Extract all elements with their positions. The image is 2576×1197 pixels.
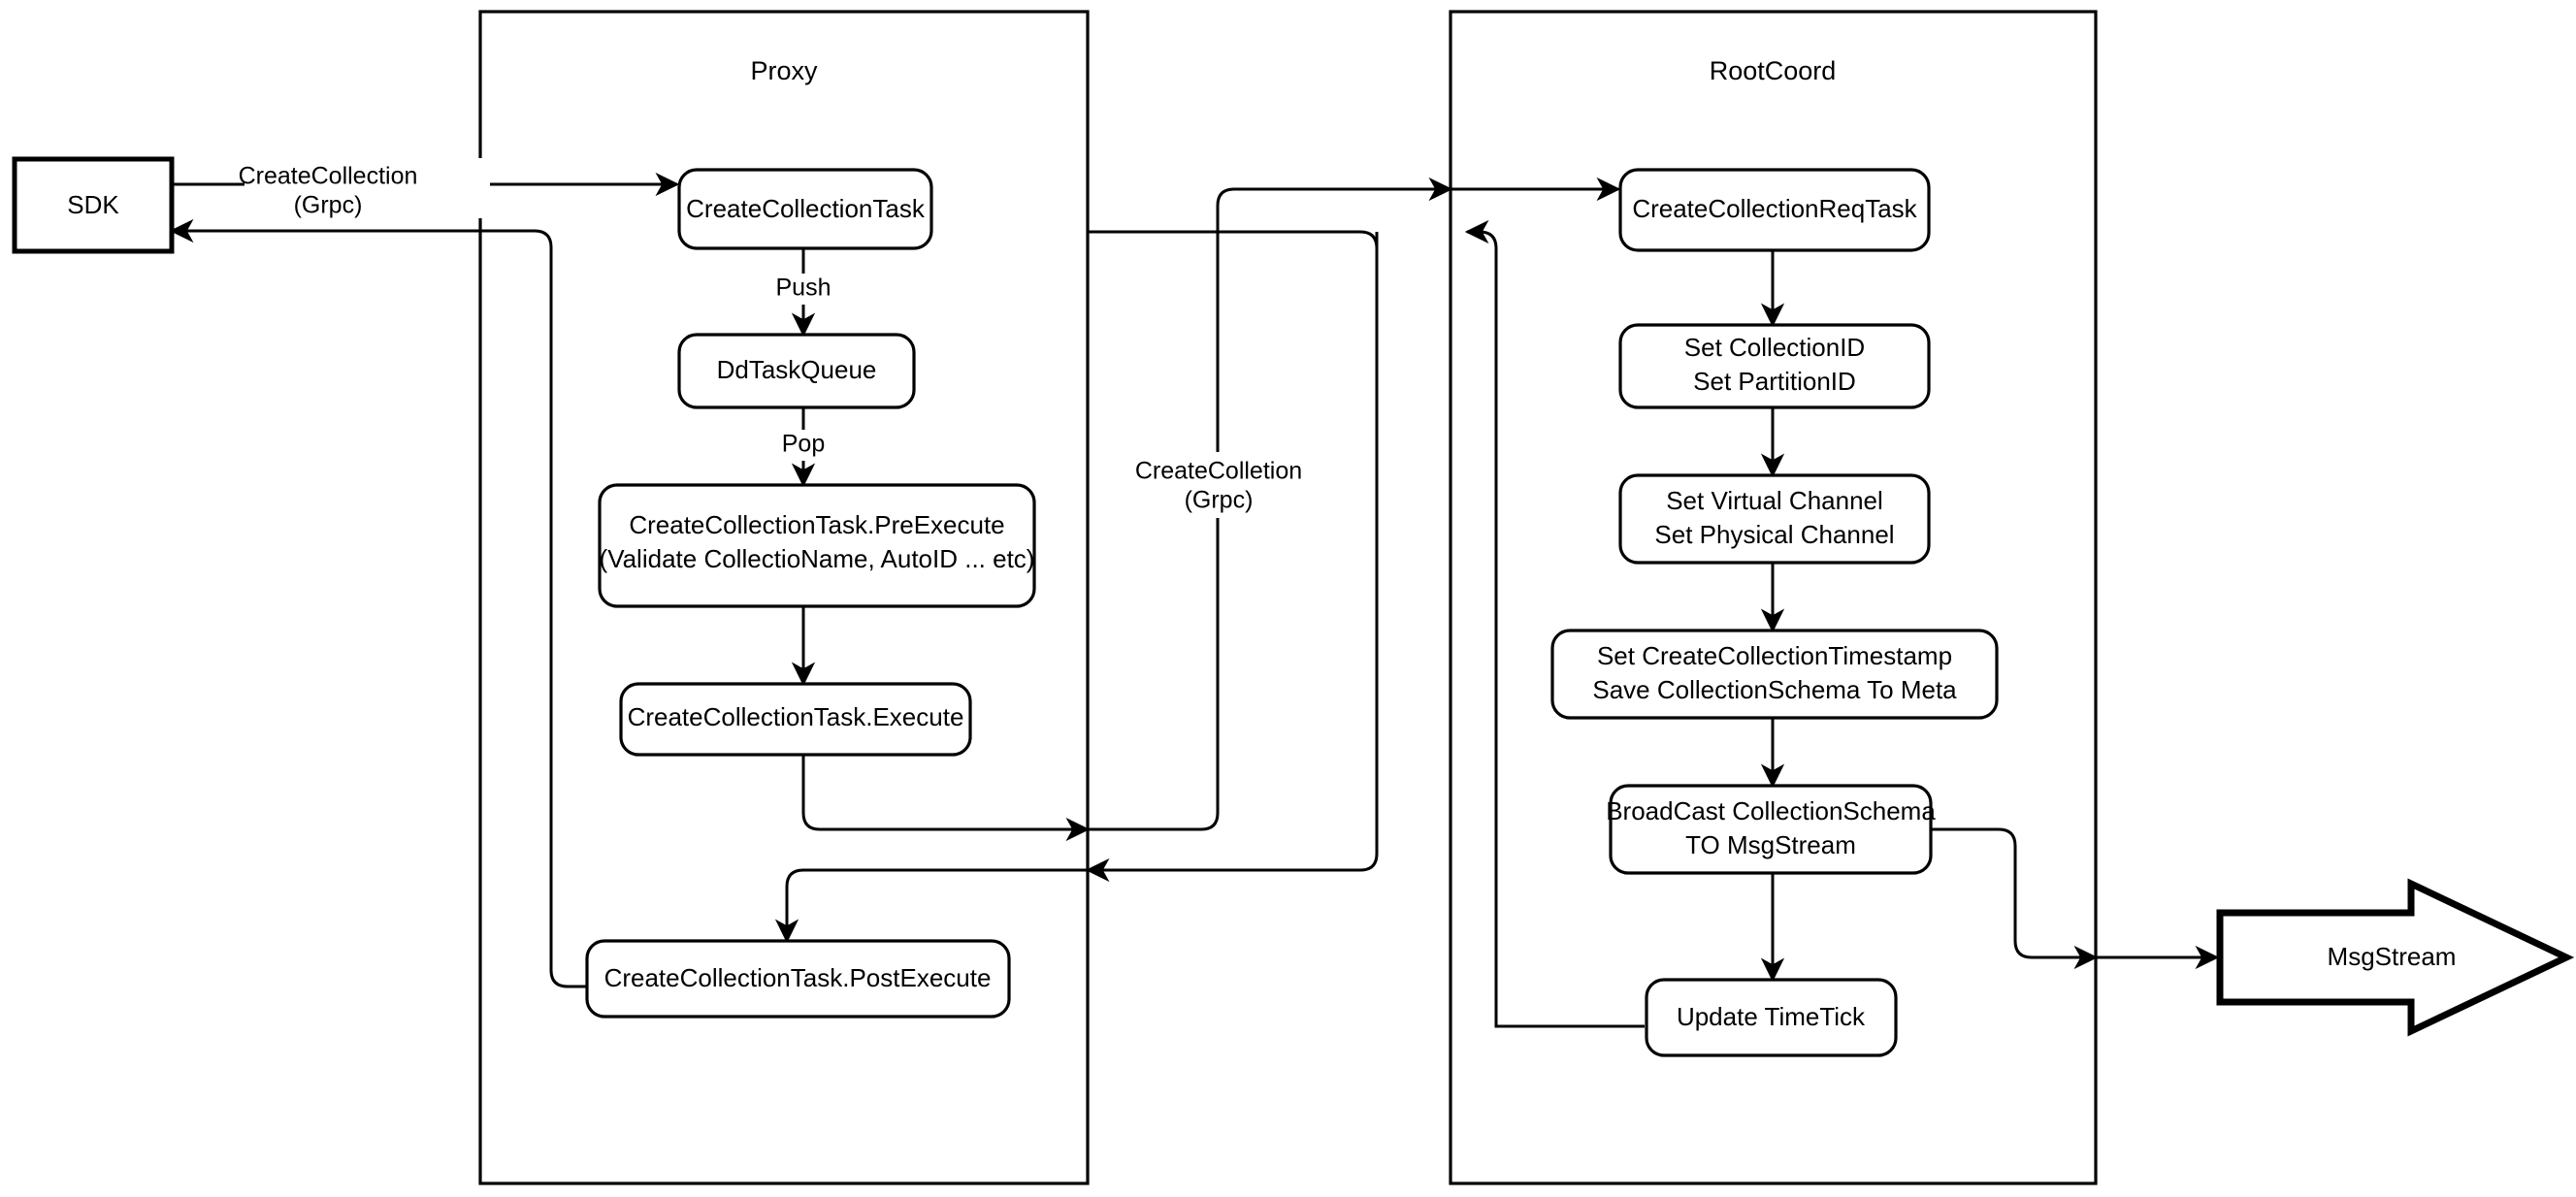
node-update-timetick-label: Update TimeTick <box>1677 1002 1866 1031</box>
node-ddtaskqueue[interactable] <box>677 333 916 409</box>
edge-label-grpc1-line2: (Grpc) <box>294 192 363 219</box>
edge-rootcoord-return-to-proxy <box>1464 219 1498 249</box>
node-preexecute[interactable] <box>598 483 1036 608</box>
node-preexecute-label-line1: CreateCollectionTask.PreExecute <box>629 510 1004 539</box>
node-preexecute-label-line2: (Validate CollectioName, AutoID ... etc) <box>600 544 1035 573</box>
node-set-timestamp-save-meta[interactable] <box>1550 629 1999 720</box>
node-set-ids[interactable] <box>1618 323 1931 409</box>
edge-label-grpc2-line2-front: (Grpc) <box>1185 487 1254 514</box>
node-execute-label: CreateCollectionTask.Execute <box>628 702 964 731</box>
edge-label-push-front: Push <box>776 275 831 302</box>
node-sdk-label: SDK <box>67 190 119 219</box>
node-createcollectionreqtask[interactable] <box>1618 168 1931 252</box>
edge-label-grpc2-line1-front: CreateColletion <box>1135 458 1302 485</box>
node-msgstream[interactable] <box>2216 878 2575 1037</box>
edge-label-grpc2-backdrop <box>1135 452 1305 518</box>
node-ddtaskqueue-label: DdTaskQueue <box>717 355 877 384</box>
edge-label-push-backdrop <box>766 274 842 305</box>
edge-rootcoord-to-proxy-inbound <box>1085 232 1379 883</box>
node-set-ids-label-line1: Set CollectionID <box>1684 333 1865 362</box>
container-proxy-label: Proxy <box>750 56 818 85</box>
node-msgstream-label: MsgStream <box>2328 942 2457 971</box>
edge-broadcast-to-msgstream <box>1931 827 2099 970</box>
node-postexecute-label: CreateCollectionTask.PostExecute <box>604 963 992 992</box>
edge-execute-to-rootcoord <box>801 755 1091 842</box>
edge-rootcoord-return-to-proxy-boundary <box>1086 230 1379 873</box>
node-createcollectionreqtask-label: CreateCollectionReqTask <box>1632 194 1917 223</box>
node-update-timetick[interactable] <box>1645 978 1898 1057</box>
node-set-ids-label-line2: Set PartitionID <box>1693 367 1856 396</box>
edge-rootcoord-return-riser <box>1494 248 1645 1028</box>
edge-label-grpc1-backdrop <box>245 158 490 218</box>
node-set-timestamp-save-meta-label-line1: Set CreateCollectionTimestamp <box>1597 641 1952 670</box>
edge-proxy-inbound-to-postexecute <box>774 868 1088 944</box>
node-createcollectiontask-label: CreateCollectionTask <box>686 194 926 223</box>
node-set-timestamp-save-meta-label-line2: Save CollectionSchema To Meta <box>1592 675 1957 704</box>
edge-label-grpc1-line1: CreateCollection <box>239 163 418 190</box>
edge-postexecute-to-sdk <box>169 218 587 988</box>
edge-label-pop-backdrop <box>774 430 834 461</box>
node-broadcast-collectionschema[interactable] <box>1609 784 1933 875</box>
node-sdk[interactable] <box>12 156 175 254</box>
node-createcollectiontask[interactable] <box>677 168 933 250</box>
container-rootcoord <box>1449 10 2098 1185</box>
node-set-channels-label-line2: Set Physical Channel <box>1654 520 1894 549</box>
node-postexecute[interactable] <box>585 939 1011 1019</box>
edge-label-pop-front: Pop <box>782 431 825 458</box>
node-set-channels[interactable] <box>1618 473 1931 565</box>
node-set-channels-label-line1: Set Virtual Channel <box>1666 486 1883 515</box>
node-execute[interactable] <box>619 682 972 757</box>
node-broadcast-collectionschema-label-line2: TO MsgStream <box>1685 830 1856 859</box>
node-broadcast-collectionschema-label-line1: BroadCast CollectionSchema <box>1606 796 1936 825</box>
container-rootcoord-label: RootCoord <box>1710 56 1837 85</box>
